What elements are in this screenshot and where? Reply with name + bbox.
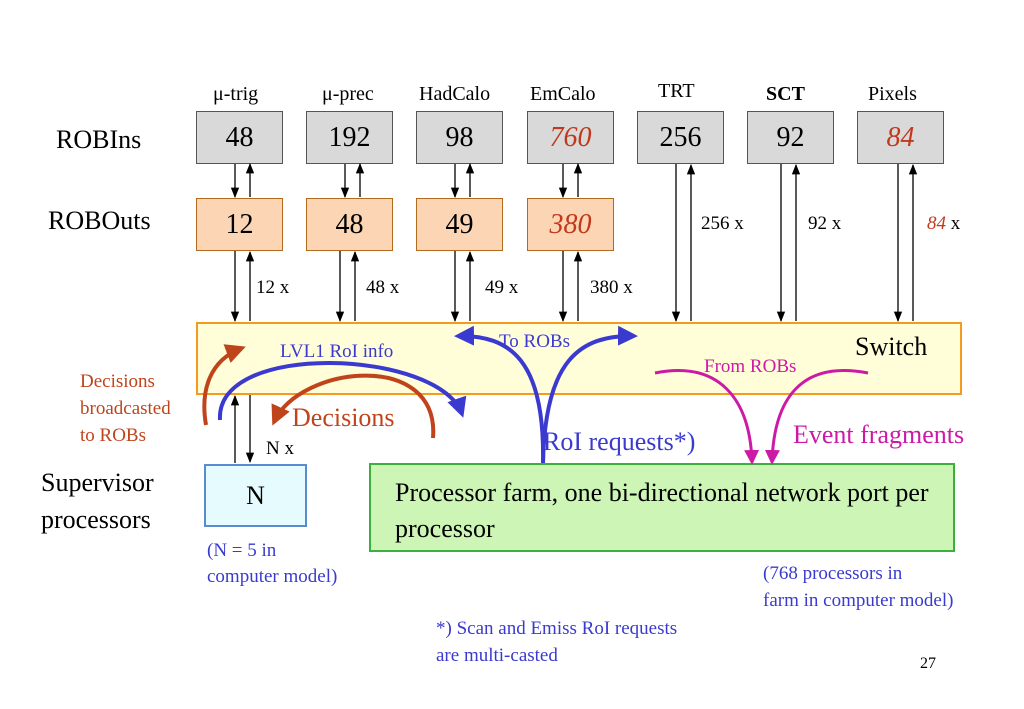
link-label-sct: 92 x <box>808 213 842 234</box>
robout-mu-prec: 48 <box>306 198 393 251</box>
supervisor-link-label: N x <box>266 438 294 459</box>
header-emcalo: EmCalo <box>530 83 596 105</box>
header-pixels: Pixels <box>868 83 917 105</box>
decisions-broadcasted-line2: broadcasted <box>80 398 171 419</box>
link-label-trt: 256 x <box>701 213 744 234</box>
link-label-mu-prec: 48 x <box>366 277 400 298</box>
decisions-arrow <box>271 373 436 439</box>
header-sct: SCT <box>766 83 805 105</box>
robout-hadcalo: 49 <box>416 198 503 251</box>
processor-farm-box: Processor farm, one bi-directional netwo… <box>369 463 955 552</box>
lvl1-roi-info-label: LVL1 RoI info <box>280 341 394 362</box>
to-robs-label: To ROBs <box>499 331 570 352</box>
link-label-hadcalo: 49 x <box>485 277 519 298</box>
robout-mu-trig: 12 <box>196 198 283 251</box>
from-robs-label: From ROBs <box>704 356 797 377</box>
robin-pixels: 84 <box>857 111 944 164</box>
robin-sct: 92 <box>747 111 834 164</box>
header-trt: TRT <box>658 80 695 102</box>
event-fragments-label: Event fragments <box>793 420 965 449</box>
roi-request-arrow-left <box>454 325 546 464</box>
robouts-label: ROBOuts <box>48 206 151 235</box>
robout-emcalo: 380 <box>527 198 614 251</box>
footnote-line1: *) Scan and Emiss RoI requests <box>436 618 678 639</box>
header-mu-prec: μ-prec <box>322 83 374 105</box>
robin-hadcalo: 98 <box>416 111 503 164</box>
robin-trt: 256 <box>637 111 724 164</box>
link-label-emcalo: 380 x <box>590 277 633 298</box>
processor-farm-label: Processor farm, one bi-directional netwo… <box>395 478 929 543</box>
link-label-pixels: 84 x <box>927 213 961 234</box>
header-mu-trig: μ-trig <box>213 83 259 105</box>
robin-emcalo: 760 <box>527 111 614 164</box>
roi-requests-label: RoI requests*) <box>543 427 696 456</box>
supervisor-note-line1: (N = 5 in <box>207 540 277 561</box>
farm-note-line1: (768 processors in <box>763 563 903 584</box>
decisions-broadcasted-line1: Decisions <box>80 371 155 392</box>
farm-note-line2: farm in computer model) <box>763 590 954 611</box>
robins-label: ROBIns <box>56 125 142 154</box>
roi-request-arrow-right <box>541 325 638 464</box>
header-hadcalo: HadCalo <box>419 83 491 105</box>
footnote-line2: are multi-casted <box>436 645 558 666</box>
link-label-mu-trig: 12 x <box>256 277 290 298</box>
decisions-label: Decisions <box>292 403 395 432</box>
supervisor-label-line2: processors <box>41 505 151 534</box>
from-robs-arrow-right <box>764 369 869 465</box>
page-number: 27 <box>920 655 936 672</box>
decisions-broadcasted-line3: to ROBs <box>80 425 146 446</box>
lvl1-roi-info-arrow <box>217 361 467 421</box>
decisions-broadcast-arrow <box>202 344 246 426</box>
supervisor-note-line2: computer model) <box>207 566 338 587</box>
robin-mu-trig: 48 <box>196 111 283 164</box>
supervisor-box: N <box>204 464 307 527</box>
from-robs-arrow-left <box>654 369 760 465</box>
supervisor-label-line1: Supervisor <box>41 468 154 497</box>
switch-label: Switch <box>855 332 928 361</box>
robin-mu-prec: 192 <box>306 111 393 164</box>
